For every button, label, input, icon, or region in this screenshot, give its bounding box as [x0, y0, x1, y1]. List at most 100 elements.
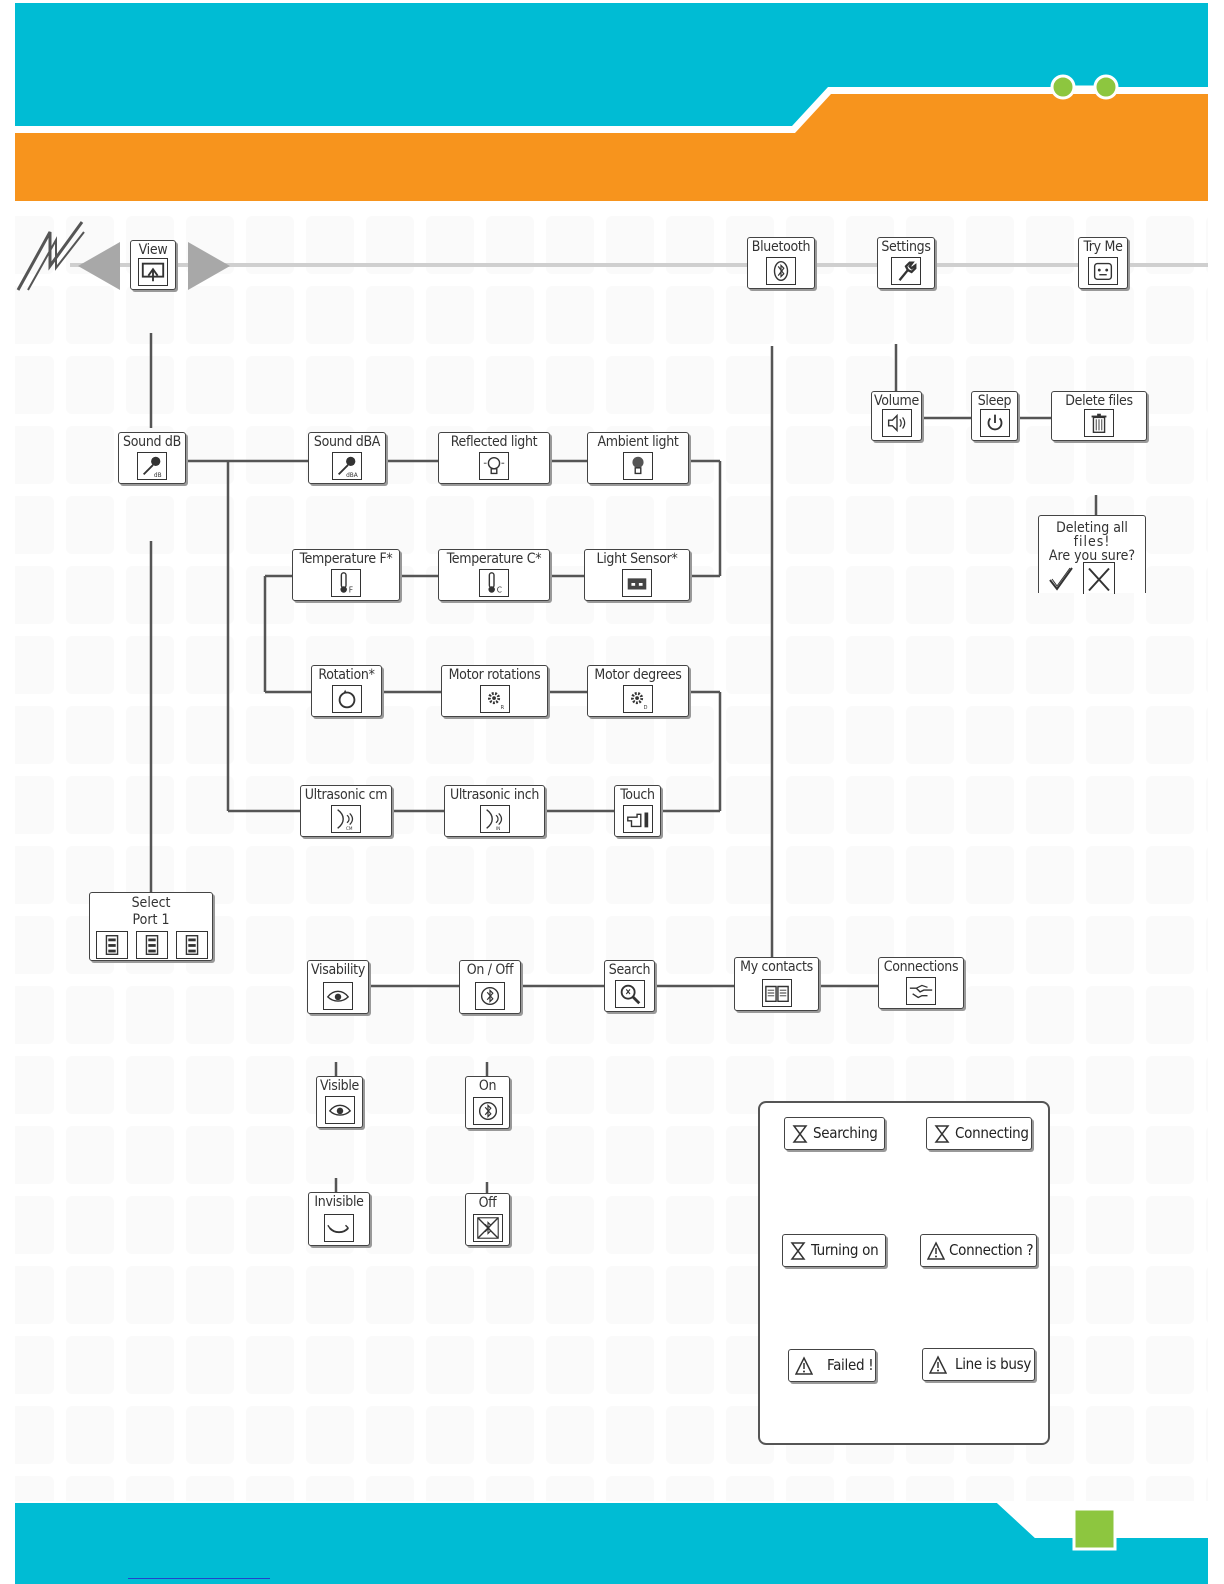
menu-try-me-label: Try Me [1083, 239, 1123, 255]
touch-hand-icon [622, 805, 653, 833]
header-dot-left [1050, 74, 1076, 100]
gear-icon: D [623, 685, 653, 713]
header-dot-right [1093, 74, 1119, 100]
port-sensor-icon[interactable] [96, 931, 128, 959]
status-connecting-label: Connecting [955, 1124, 1029, 1142]
eye-icon [323, 982, 353, 1010]
checkmark-icon[interactable] [1047, 564, 1075, 592]
status-line-busy: Line is busy [922, 1348, 1035, 1381]
node-ultrasonic-inch[interactable]: Ultrasonic inch IN [444, 785, 545, 837]
node-sound-dba-label: Sound dBA [313, 434, 381, 450]
node-visible-label: Visible [319, 1078, 360, 1094]
bluetooth-power-icon [475, 982, 505, 1010]
status-connecting: Connecting [926, 1117, 1032, 1150]
node-off[interactable]: Off [465, 1193, 510, 1246]
node-visibility-label: Visability [311, 962, 365, 978]
menu-try-me[interactable]: Try Me [1078, 237, 1128, 289]
node-temperature-f-label: Temperature F* [299, 551, 393, 567]
svg-text:R: R [500, 705, 504, 711]
node-connections-label: Connections [883, 959, 959, 975]
node-rotation[interactable]: Rotation* [311, 665, 382, 717]
node-motor-rotations[interactable]: Motor rotations R [441, 665, 548, 717]
node-delete-files-label: Delete files [1065, 393, 1133, 409]
thermometer-icon: F [331, 569, 361, 597]
hourglass-icon [790, 1242, 806, 1260]
eye-closed-icon [324, 1214, 354, 1242]
menu-settings-label: Settings [881, 239, 931, 255]
handshake-icon [906, 977, 936, 1005]
node-light-sensor-label: Light Sensor* [596, 551, 678, 567]
status-messages-panel: Searching Connecting Turning on Connecti… [758, 1101, 1050, 1445]
node-my-contacts[interactable]: My contacts [734, 957, 819, 1011]
node-touch[interactable]: Touch [614, 785, 661, 837]
node-on-label: On [478, 1078, 497, 1094]
node-my-contacts-label: My contacts [740, 959, 813, 975]
node-reflected-light[interactable]: Reflected light [438, 432, 550, 484]
status-turning-on-label: Turning on [811, 1241, 879, 1259]
nav-right-arrow-icon[interactable] [186, 240, 232, 292]
node-temperature-c[interactable]: Temperature C* C [438, 549, 550, 601]
speaker-icon [881, 409, 912, 437]
node-on-off[interactable]: On / Off [459, 960, 521, 1014]
footer-band-cyan [15, 1503, 1208, 1584]
node-temperature-f[interactable]: Temperature F* F [292, 549, 400, 601]
node-sound-dba[interactable]: Sound dBA dBA [308, 432, 386, 484]
status-failed: Failed ! [788, 1349, 876, 1382]
svg-text:F: F [349, 584, 353, 594]
status-turning-on: Turning on [782, 1234, 886, 1267]
contacts-book-icon [761, 979, 792, 1007]
node-reflected-light-label: Reflected light [450, 434, 538, 450]
ultrasonic-icon: CM [331, 805, 361, 833]
node-motor-rotations-label: Motor rotations [448, 667, 541, 683]
wrench-icon [891, 257, 921, 285]
microphone-icon: dBA [332, 452, 362, 480]
status-connection-question: Connection ? [920, 1234, 1037, 1267]
node-visibility[interactable]: Visability [307, 960, 369, 1014]
dialog-line-1: Deleting all [1056, 520, 1128, 536]
cancel-x-icon[interactable] [1083, 562, 1115, 594]
node-on[interactable]: On [465, 1076, 510, 1129]
node-visible[interactable]: Visible [316, 1076, 363, 1128]
menu-settings[interactable]: Settings [877, 237, 935, 289]
node-sleep[interactable]: Sleep [971, 391, 1018, 441]
node-light-sensor[interactable]: Light Sensor* [584, 549, 690, 601]
node-invisible[interactable]: Invisible [308, 1192, 370, 1246]
node-off-label: Off [478, 1195, 497, 1211]
menu-bluetooth[interactable]: Bluetooth [747, 237, 815, 289]
bluetooth-off-icon [472, 1214, 503, 1242]
delete-confirm-dialog: Deleting all files! Are you sure? [1038, 515, 1146, 594]
status-failed-label: Failed ! [827, 1356, 874, 1374]
magnifier-icon [614, 980, 645, 1008]
bluetooth-icon [766, 257, 796, 285]
node-sound-db[interactable]: Sound dB dB [118, 432, 186, 484]
node-delete-files[interactable]: Delete files [1051, 391, 1147, 441]
svg-text:dBA: dBA [346, 471, 358, 479]
node-select-port[interactable]: Select Port 1 [89, 892, 213, 961]
status-searching: Searching [784, 1117, 885, 1150]
svg-text:CM: CM [346, 826, 353, 832]
lightbulb-filled-icon [623, 452, 653, 480]
node-rotation-label: Rotation* [318, 667, 375, 683]
node-motor-degrees[interactable]: Motor degrees D [587, 665, 689, 717]
dialog-line-2: files! [1073, 534, 1111, 550]
menu-bluetooth-label: Bluetooth [751, 239, 811, 255]
node-invisible-label: Invisible [314, 1194, 364, 1210]
node-search[interactable]: Search [604, 960, 655, 1012]
ultrasonic-icon: IN [479, 805, 510, 833]
port-sensor-icon[interactable] [176, 931, 208, 959]
warning-icon [795, 1356, 813, 1375]
power-icon [979, 409, 1010, 437]
node-connections[interactable]: Connections [878, 957, 964, 1009]
node-volume[interactable]: Volume [871, 391, 922, 441]
gear-icon: R [479, 685, 510, 713]
menu-view[interactable]: View [130, 240, 176, 290]
node-ambient-light[interactable]: Ambient light [587, 432, 689, 484]
header-band-orange [15, 94, 1208, 201]
svg-text:dB: dB [154, 471, 162, 479]
rotation-icon [331, 685, 362, 713]
view-icon [138, 258, 168, 286]
node-ultrasonic-cm[interactable]: Ultrasonic cm CM [300, 785, 392, 837]
svg-text:C: C [497, 584, 502, 594]
nav-left-arrow-icon[interactable] [76, 240, 122, 292]
port-sensor-icon[interactable] [136, 931, 168, 959]
